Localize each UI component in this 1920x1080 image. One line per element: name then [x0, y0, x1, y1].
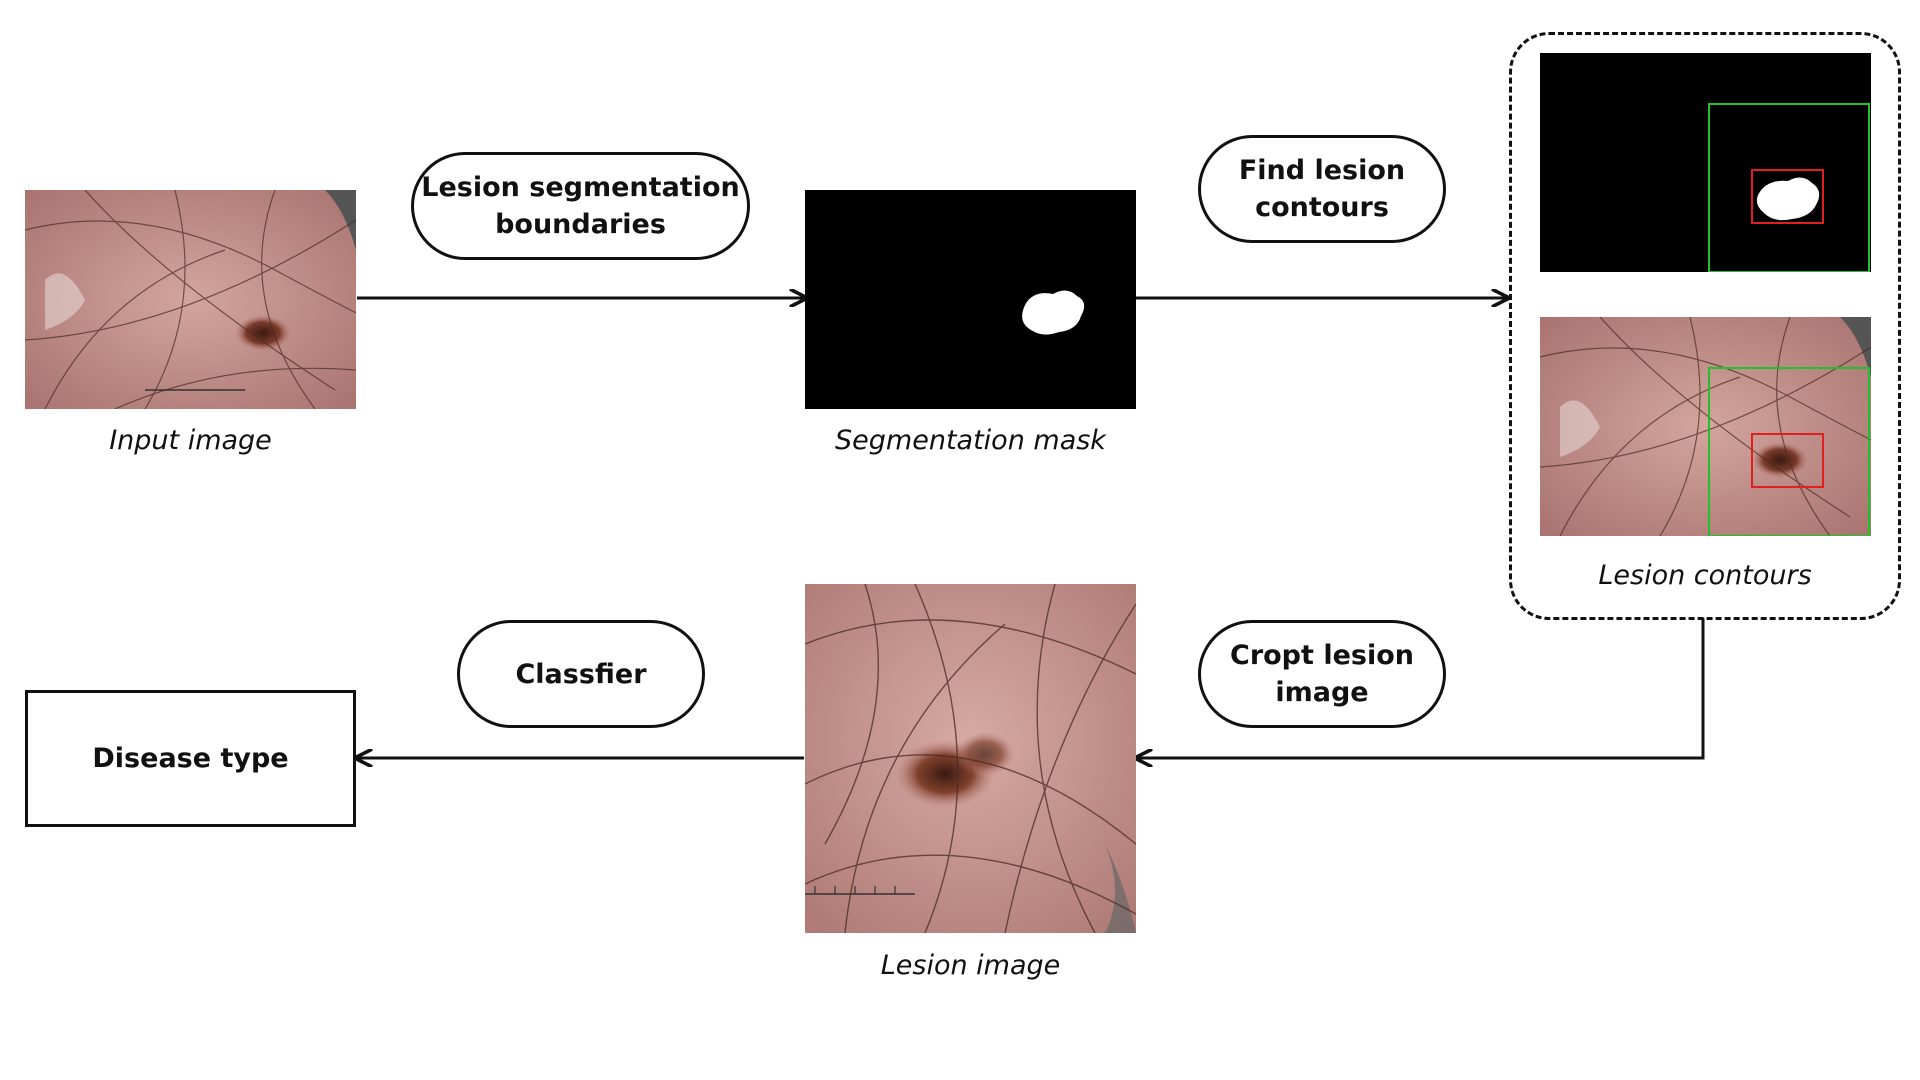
step-crop-lesion: Cropt lesion image [1198, 620, 1446, 728]
input-image [25, 190, 356, 409]
step-classifier: Classfier [457, 620, 705, 728]
caption-input-image: Input image [109, 425, 272, 456]
contours-mask-image [1540, 53, 1871, 272]
contours-overlay-image [1540, 317, 1871, 536]
disease-type-box: Disease type [25, 690, 356, 827]
segmentation-mask-image [805, 190, 1136, 409]
step-segmentation: Lesion segmentation boundaries [411, 152, 750, 260]
caption-segmentation-mask: Segmentation mask [835, 425, 1106, 456]
arrow-contours-to-lesion [1138, 618, 1705, 758]
caption-lesion-image: Lesion image [880, 950, 1061, 981]
caption-lesion-contours: Lesion contours [1598, 560, 1812, 591]
lesion-image [805, 584, 1136, 933]
step-find-contours: Find lesion contours [1198, 135, 1446, 243]
lesion-contours-group [1509, 32, 1901, 620]
